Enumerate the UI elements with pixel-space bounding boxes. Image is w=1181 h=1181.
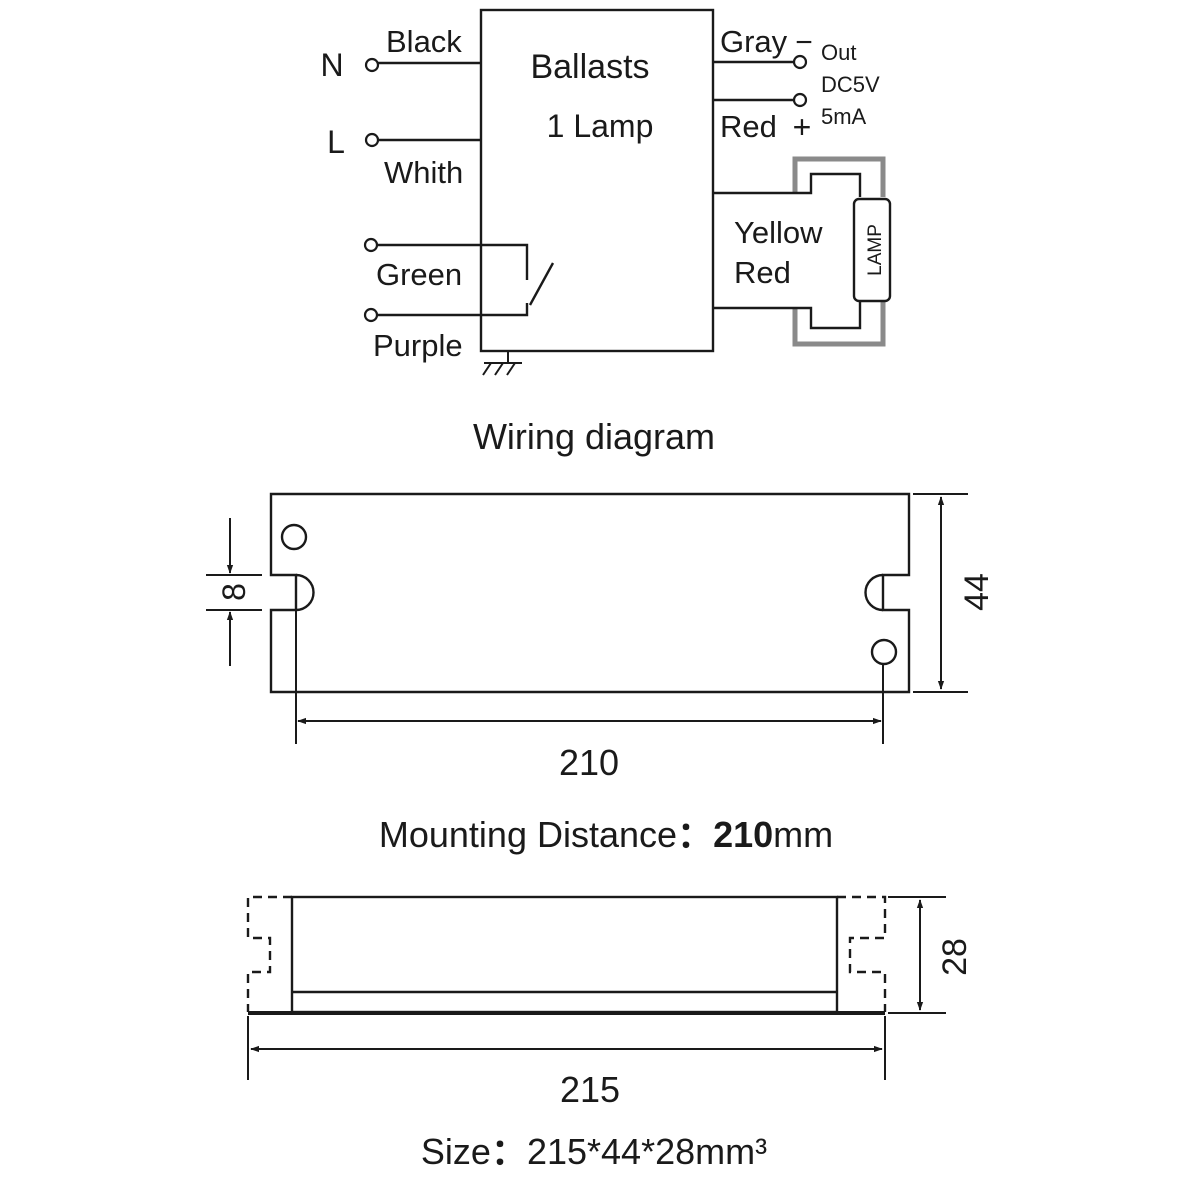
purple-wire [376, 303, 529, 317]
minus-sign: − [795, 26, 813, 59]
side-body [290, 895, 839, 1014]
height-dim-label: 44 [958, 573, 996, 611]
output-side: Gray − Red + Out DC5V 5mA LAMP Yellow Re… [713, 24, 892, 347]
ground-icon [482, 351, 522, 376]
mounting-slot-right [864, 573, 884, 612]
mounting-slot-left [295, 573, 315, 612]
output-label: Out [821, 40, 856, 65]
switch-blade [528, 262, 555, 306]
ballast-title: Ballasts [530, 48, 649, 86]
n-label: N [320, 47, 343, 83]
side-tab-left [246, 895, 292, 1012]
l-label: L [327, 124, 345, 160]
mounting-plate-outline [269, 492, 911, 694]
white-wire-label: Whith [384, 155, 463, 190]
size-caption: Size：215*44*28mm³ [421, 1131, 767, 1172]
output-voltage: DC5V [821, 72, 880, 97]
side-view: 28 215 Size：215*44*28mm³ [246, 895, 974, 1172]
width-dim-label: 210 [559, 742, 619, 783]
lamp-label: LAMP [865, 224, 886, 276]
wiring-caption: Wiring diagram [473, 416, 715, 457]
length-dim-label: 215 [560, 1069, 620, 1110]
ballast-body [479, 8, 715, 353]
l-terminal [364, 132, 380, 148]
out-plus-terminal [792, 92, 808, 108]
mounting-view: 8 44 210 Mounting Distance：210mm [206, 492, 996, 855]
out-minus-terminal [792, 54, 808, 70]
black-wire-label: Black [386, 24, 462, 59]
green-wire [376, 243, 529, 280]
output-current: 5mA [821, 104, 867, 129]
lamp-tube [852, 197, 892, 303]
gray-wire-label: Gray [720, 24, 788, 59]
red-out-wire-label: Red [720, 109, 777, 144]
purple-wire-label: Purple [373, 328, 463, 363]
side-tab-right [837, 895, 887, 1012]
yellow-wire-label: Yellow [734, 215, 823, 250]
hole-dim-label: 8 [216, 583, 252, 601]
mounting-hole-right [870, 638, 898, 666]
plus-sign: + [793, 109, 812, 145]
lamp-wire-gray-bottom [792, 302, 886, 347]
green-wire-label: Green [376, 257, 462, 292]
mounting-hole-left [280, 523, 308, 551]
purple-terminal [363, 307, 379, 323]
thickness-dim-label: 28 [936, 938, 974, 976]
input-side: N Black L Whith Green Purple [320, 24, 555, 376]
mounting-caption: Mounting Distance：210mm [379, 814, 833, 855]
green-terminal [363, 237, 379, 253]
n-terminal [364, 57, 380, 73]
lamp-wire-gray-top [792, 156, 886, 197]
wiring-diagram: Ballasts 1 Lamp N Black L Whith Green Pu… [320, 8, 892, 457]
lamp-wire-yellow [713, 172, 862, 197]
ballast-subtitle: 1 Lamp [547, 108, 654, 144]
lamp-wire-red [713, 302, 862, 330]
red-lamp-wire-label: Red [734, 255, 791, 290]
